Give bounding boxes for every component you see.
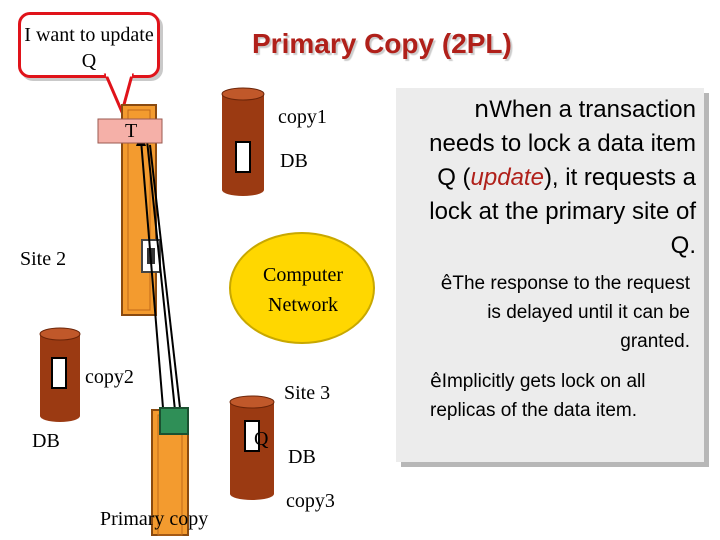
- db-cylinder-copy3: [229, 395, 275, 500]
- callout-pointer: [103, 71, 134, 116]
- item-q-box: [159, 407, 189, 435]
- speech-callout: [18, 12, 160, 78]
- main-point-emphasis: update: [470, 164, 544, 191]
- main-point-text-a: When a transaction needs to lock a data …: [429, 96, 696, 191]
- network-label: Computer Network: [263, 264, 343, 316]
- primary-copy-label: Primary copy: [100, 508, 209, 530]
- text-panel: [396, 88, 704, 462]
- copy2-label: copy2: [85, 366, 134, 388]
- transaction-box: [97, 118, 163, 144]
- site3-label: Site 3: [284, 382, 331, 404]
- sub-bullet-delay: êThe response to the request is delayed …: [430, 269, 690, 356]
- db-cylinder-copy1: [221, 87, 265, 196]
- copy1-db-label: DB: [280, 150, 308, 172]
- callout-text: I want to update Q: [24, 24, 154, 72]
- copy3-label: copy3: [286, 490, 335, 512]
- sub-bullet-text: Implicitly gets lock on all replicas of …: [430, 371, 646, 421]
- site2-label: Site 2: [20, 248, 67, 270]
- db-cylinder-copy2: [39, 327, 81, 422]
- transaction-label: T: [125, 120, 138, 142]
- sub-bullet-marker: ê: [440, 272, 453, 294]
- network-ellipse: [229, 232, 375, 344]
- slide-title: Primary Copy (2PL): [252, 28, 512, 59]
- main-point-marker: n: [474, 95, 490, 123]
- copy1-label: copy1: [278, 106, 327, 128]
- copy2-db-label: DB: [32, 430, 60, 452]
- sub-bullet-implicit-lock: êImplicitly gets lock on all replicas of…: [430, 367, 690, 425]
- main-point: nWhen a transaction needs to lock a data…: [404, 92, 696, 263]
- main-point-text-b: ), it requests a lock at the primary sit…: [429, 164, 696, 259]
- copy3-db-label: DB: [288, 446, 316, 468]
- item-q-label: Q: [254, 428, 269, 450]
- sub-bullet-text: The response to the request is delayed u…: [452, 273, 690, 352]
- sub-bullet-marker: ê: [430, 370, 442, 392]
- network-diagram: [39, 87, 375, 536]
- link-lines: [140, 139, 181, 421]
